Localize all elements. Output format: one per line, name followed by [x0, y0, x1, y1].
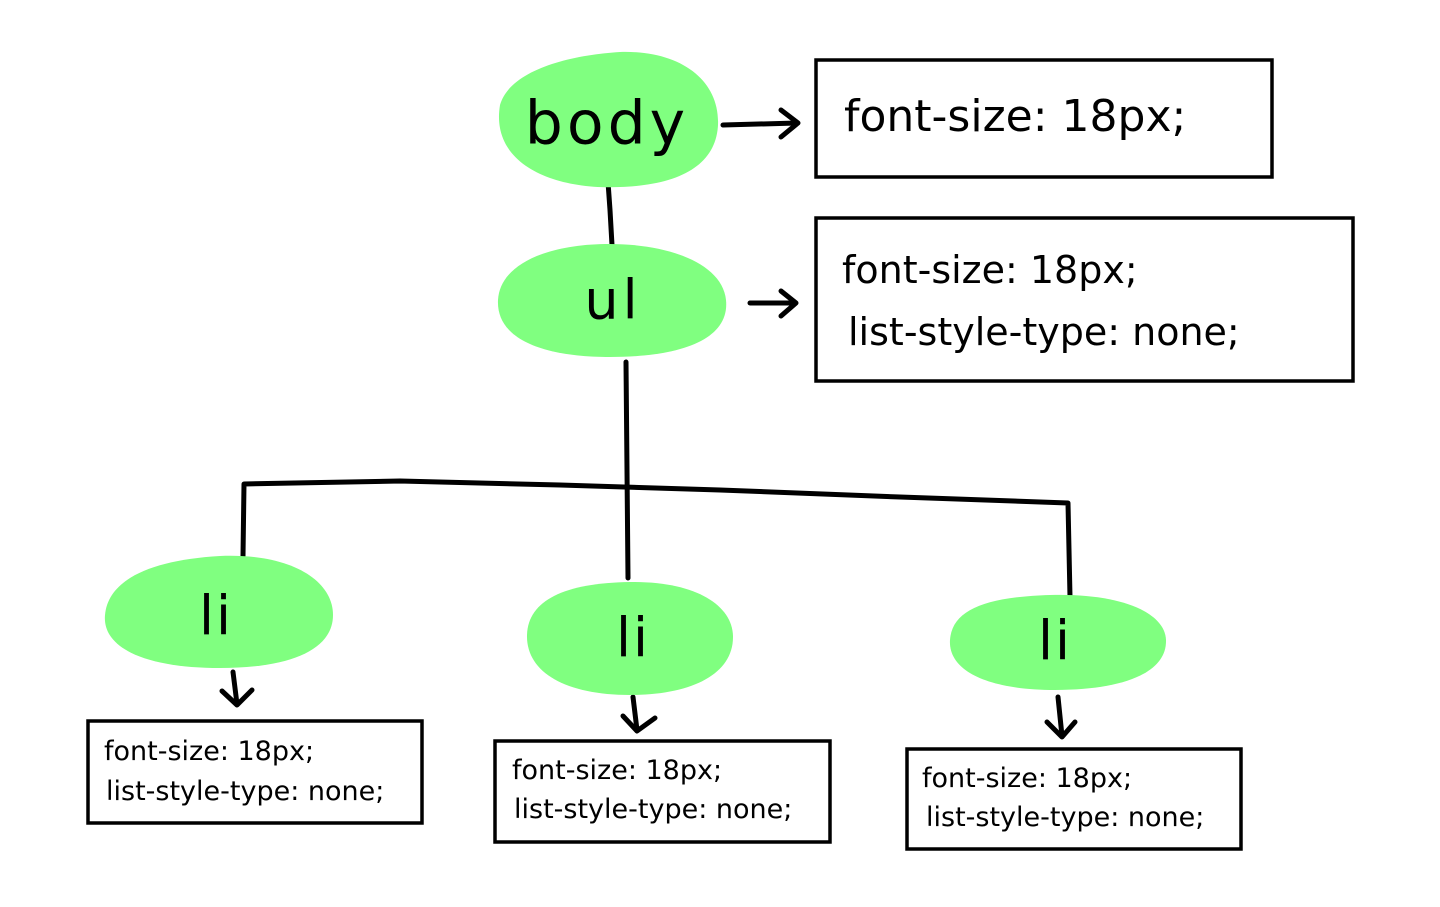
rule-box-li-right-line-1: font-size: 18px; [922, 763, 1132, 794]
node-ul: ul [497, 243, 727, 357]
rule-box-li-left-line-2: list-style-type: none; [106, 776, 384, 807]
rule-box-body-frame [814, 58, 1274, 179]
node-ul-shape [497, 243, 727, 357]
rule-box-ul: font-size: 18px; list-style-type: none; [814, 216, 1355, 383]
node-li-right: li [949, 594, 1167, 690]
rule-box-body: font-size: 18px; [814, 58, 1274, 179]
arrow-li-right-to-rule [1044, 694, 1078, 740]
rule-box-li-middle-frame [493, 739, 832, 844]
node-li-right-shape [949, 594, 1167, 690]
node-li-left: li [104, 555, 333, 668]
node-ul-label: ul [584, 269, 641, 332]
node-li-right-label: li [1038, 610, 1072, 673]
node-body: body [498, 51, 719, 188]
rule-box-li-middle-line-1: font-size: 18px; [512, 755, 722, 786]
node-li-left-shape [104, 555, 333, 668]
rule-box-ul-line-1: font-size: 18px; [842, 248, 1138, 292]
rule-box-body-line-1: font-size: 18px; [844, 91, 1186, 142]
node-li-left-label: li [199, 585, 233, 648]
arrow-li-middle-to-rule [620, 694, 658, 734]
node-li-middle-shape [526, 581, 733, 695]
rule-box-li-left-line-1: font-size: 18px; [104, 736, 314, 767]
rule-box-ul-line-2: list-style-type: none; [848, 310, 1240, 354]
node-li-middle: li [526, 581, 733, 695]
arrows [219, 107, 1078, 740]
edge-ul-trunk [623, 359, 631, 581]
rule-box-li-left: font-size: 18px; list-style-type: none; [86, 719, 424, 825]
node-body-shape [498, 51, 719, 188]
node-body-label: body [525, 89, 689, 159]
rule-box-li-right: font-size: 18px; list-style-type: none; [905, 747, 1243, 851]
arrow-body-to-rule [720, 107, 801, 140]
rule-box-li-left-frame [86, 719, 424, 825]
node-li-middle-label: li [616, 607, 650, 670]
arrow-li-left-to-rule [219, 669, 255, 708]
rule-box-li-right-line-2: list-style-type: none; [926, 802, 1204, 833]
tree-connectors [240, 179, 1073, 600]
edge-branch-bar [240, 478, 1073, 600]
edge-body-ul [605, 179, 615, 248]
rule-box-li-middle: font-size: 18px; list-style-type: none; [493, 739, 832, 844]
rule-box-li-right-frame [905, 747, 1243, 851]
rule-box-li-middle-line-2: list-style-type: none; [514, 794, 792, 825]
rule-box-ul-frame [814, 216, 1355, 383]
arrow-ul-to-rule [747, 288, 799, 319]
